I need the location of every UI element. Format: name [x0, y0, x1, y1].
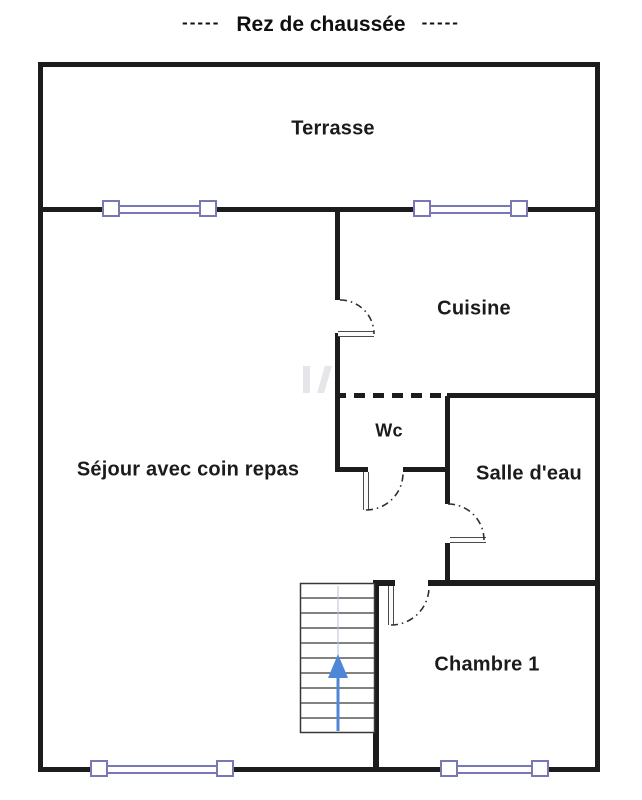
watermark-ghost [303, 366, 310, 393]
salle-eau-door-arc [447, 503, 485, 541]
chambre1-door-leaf [388, 586, 394, 625]
terrace-right-window-jamb [510, 200, 528, 217]
wall-outer-right [595, 62, 600, 772]
bottom-right-window-glazing [447, 765, 540, 774]
bottom-left-window-glazing [99, 765, 225, 774]
title-left-dashes: ----- [182, 13, 221, 32]
watermark-ghost [317, 366, 332, 393]
terrace-right-window-jamb [413, 200, 431, 217]
wall-cuisine-salle-divider [447, 393, 599, 398]
page-title: Rez de chaussée [236, 13, 406, 36]
wall-outer-bottom [38, 767, 600, 772]
terrace-left-window-jamb [102, 200, 120, 217]
wall-salle-eau-left-lower [445, 543, 450, 585]
room-label-wc: Wc [375, 420, 403, 441]
room-label-salle-eau: Salle d'eau [476, 462, 582, 485]
plan-title-row: ----- Rez de chaussée ----- [0, 13, 642, 37]
wall-outer-top [38, 62, 600, 67]
cuisine-door-leaf [338, 331, 374, 337]
wall-outer-left [38, 62, 43, 772]
wc-door-leaf [363, 472, 369, 510]
wall-salle-eau-left-upper [445, 396, 450, 504]
room-label-terrasse: Terrasse [291, 117, 375, 140]
wall-wc-bottom-right [403, 467, 450, 472]
wall-cuisine-bottom-dashed [335, 393, 447, 398]
wall-terrace-divider [38, 207, 595, 212]
chambre1-door-arc [390, 586, 430, 626]
terrace-left-window-jamb [199, 200, 217, 217]
wall-wc-bottom-left [335, 467, 368, 472]
wall-cuisine-left-upper [335, 210, 340, 300]
wall-chambre1-top-stub [373, 580, 395, 586]
bottom-right-window-jamb [531, 760, 549, 777]
wall-cuisine-left-lower [335, 333, 340, 396]
wall-stairs-right [373, 580, 379, 771]
room-label-chambre1: Chambre 1 [434, 653, 540, 676]
room-label-sejour: Séjour avec coin repas [76, 458, 300, 481]
cuisine-door-arc [339, 299, 375, 335]
staircase-outline [299, 582, 376, 734]
wall-chambre1-top-right [428, 580, 597, 586]
room-label-cuisine: Cuisine [437, 297, 511, 320]
wc-door-arc [365, 472, 404, 511]
terrace-right-window-glazing [420, 205, 519, 214]
bottom-right-window-jamb [440, 760, 458, 777]
wall-wc-left [335, 394, 340, 472]
bottom-left-window-jamb [216, 760, 234, 777]
salle-eau-door-leaf [450, 537, 486, 543]
up-arrow-icon [328, 654, 348, 678]
bottom-left-window-jamb [90, 760, 108, 777]
title-right-dashes: ----- [421, 13, 460, 32]
terrace-left-window-glazing [108, 205, 208, 214]
staircase [299, 582, 376, 734]
